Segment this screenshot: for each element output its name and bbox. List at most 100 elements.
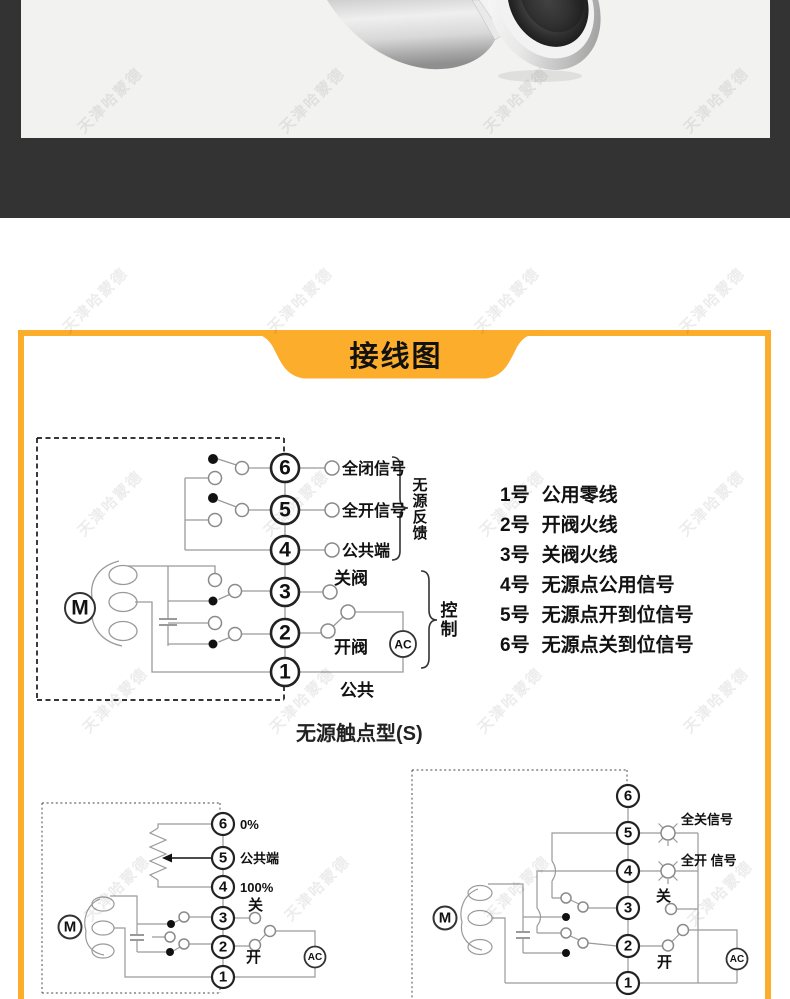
label-open-signal: 全开信号: [341, 501, 406, 520]
motor-symbol: M: [64, 592, 96, 624]
terminal-number: 3: [219, 910, 227, 927]
terminal-number: 1: [624, 975, 632, 992]
label-common: 公共: [340, 681, 374, 700]
banner-shape: [248, 330, 542, 379]
legend-no: 5号: [500, 605, 530, 626]
dotted-enclosure: [41, 802, 221, 994]
motor-symbol: M: [57, 914, 83, 940]
terminal-number: 3: [279, 581, 291, 604]
wires-group: [84, 823, 316, 978]
terminal-number: 2: [624, 938, 632, 955]
closed-lamp-icon: [660, 825, 676, 841]
control-brace: [420, 570, 438, 669]
control-brace-label: 控制: [437, 601, 457, 639]
label-0pct: 0%: [240, 817, 259, 832]
valve-bore-inner: [519, 0, 585, 33]
label-100pct: 100%: [240, 880, 274, 895]
motor-symbol: M: [432, 905, 458, 931]
valve-shadow: [498, 70, 582, 82]
dashed-enclosure: [36, 437, 285, 701]
terminal-number: 5: [624, 825, 632, 842]
terminal-number: 1: [279, 661, 291, 684]
watermark-text: 天津哈蒙德: [471, 264, 544, 337]
label-closed-signal: 全闭信号: [341, 459, 406, 478]
legend-item: 3号关阀火线: [500, 541, 694, 571]
switch-contacts: [560, 892, 690, 957]
legend-item: 6号无源点关到位信号: [500, 631, 694, 661]
photo-frame-left: [0, 0, 21, 138]
feedback-brace: [391, 456, 409, 561]
legend-item: 1号公用零线: [500, 481, 694, 511]
label-close-valve: 关阀: [334, 568, 368, 588]
label-common-terminal: 公共端: [240, 851, 279, 866]
ac-symbol: AC: [303, 945, 327, 969]
photo-frame-right: [770, 0, 790, 138]
wiring-title-banner: [248, 330, 542, 379]
motor-label: M: [439, 910, 452, 927]
motor-label: M: [71, 597, 89, 620]
terminal-legend: 1号公用零线 2号开阀火线 3号关阀火线 4号无源点公用信号 5号无源点开到位信…: [500, 481, 694, 661]
terminal-number: 4: [624, 863, 633, 880]
terminal-number: 5: [219, 850, 227, 867]
terminal-number: 5: [279, 499, 291, 522]
feedback-brace-label: 无源反馈: [410, 477, 428, 541]
terminal-number: 4: [219, 879, 228, 896]
ac-label: AC: [730, 954, 744, 965]
legend-label: 无源点关到位信号: [541, 635, 694, 656]
label-common-terminal: 公共端: [342, 541, 390, 560]
legend-label: 无源点开到位信号: [541, 605, 694, 626]
ac-label: AC: [394, 638, 412, 652]
main-wiring-diagram: 6 5 4 3 2 1 M AC 全闭信号 全开信号 公共端 关阀 开阀 公共: [36, 437, 438, 701]
wiper-arrow: [162, 853, 172, 863]
label-close: 关: [656, 887, 671, 905]
label-open: 开: [657, 954, 672, 971]
diagram-caption: 无源触点型(S): [296, 723, 423, 745]
legend-label: 公用零线: [541, 485, 618, 506]
terminal-circles: 6 5 4 3 2 1: [615, 783, 641, 996]
terminal-number: 2: [279, 622, 291, 645]
terminal-number: 2: [219, 939, 227, 956]
motor-label: M: [64, 919, 77, 936]
legend-no: 3号: [500, 545, 530, 566]
diagram-panel: [18, 330, 771, 999]
legend-label: 无源点公用信号: [541, 575, 675, 596]
open-lamp-icon: [660, 863, 676, 879]
switch-contacts: [207, 454, 356, 649]
potentiometer: [148, 827, 168, 881]
watermark-text: 天津哈蒙德: [59, 264, 132, 337]
legend-item: 5号无源点开到位信号: [500, 601, 694, 631]
label-close: 关: [248, 896, 263, 914]
legend-item: 2号开阀火线: [500, 511, 694, 541]
terminal-number: 6: [279, 457, 291, 480]
lamp-symbols: [660, 825, 676, 879]
terminal-number: 6: [624, 788, 632, 805]
lamp-wiring-diagram: 6 5 4 3 2 1 M AC 全关信号 全开 信号 关 开: [411, 769, 749, 999]
legend-no: 2号: [500, 515, 530, 536]
pot-wiring-diagram: 6 5 4 3 2 1 M AC 0% 公共端 100% 关 开: [41, 802, 327, 994]
dark-divider-band: [0, 138, 790, 218]
terminal-number: 3: [624, 900, 632, 917]
ac-symbol: AC: [389, 630, 417, 658]
page-title: 接线图: [349, 341, 443, 373]
legend-no: 4号: [500, 575, 530, 596]
legend-label: 关阀火线: [541, 545, 618, 566]
valve-photo: [327, 0, 601, 82]
label-open: 开: [246, 949, 261, 966]
terminal-number: 6: [219, 816, 227, 833]
terminal-circles: 6 5 4 3 2 1: [269, 452, 301, 688]
watermark-text: 天津哈蒙德: [264, 264, 337, 337]
dotted-enclosure: [411, 769, 628, 999]
photo-background: [21, 0, 770, 138]
label-closed-signal: 全关信号: [680, 812, 733, 827]
ac-label: AC: [308, 952, 322, 963]
watermark-text: 天津哈蒙德: [676, 264, 749, 337]
product-photo-section: [0, 0, 790, 138]
legend-label: 开阀火线: [541, 515, 618, 536]
label-open-signal: 全开 信号: [680, 853, 737, 868]
label-open-valve: 开阀: [334, 637, 368, 657]
legend-no: 6号: [500, 635, 530, 656]
switch-contacts: [164, 911, 277, 956]
legend-no: 1号: [500, 485, 530, 506]
legend-item: 4号无源点公用信号: [500, 571, 694, 601]
